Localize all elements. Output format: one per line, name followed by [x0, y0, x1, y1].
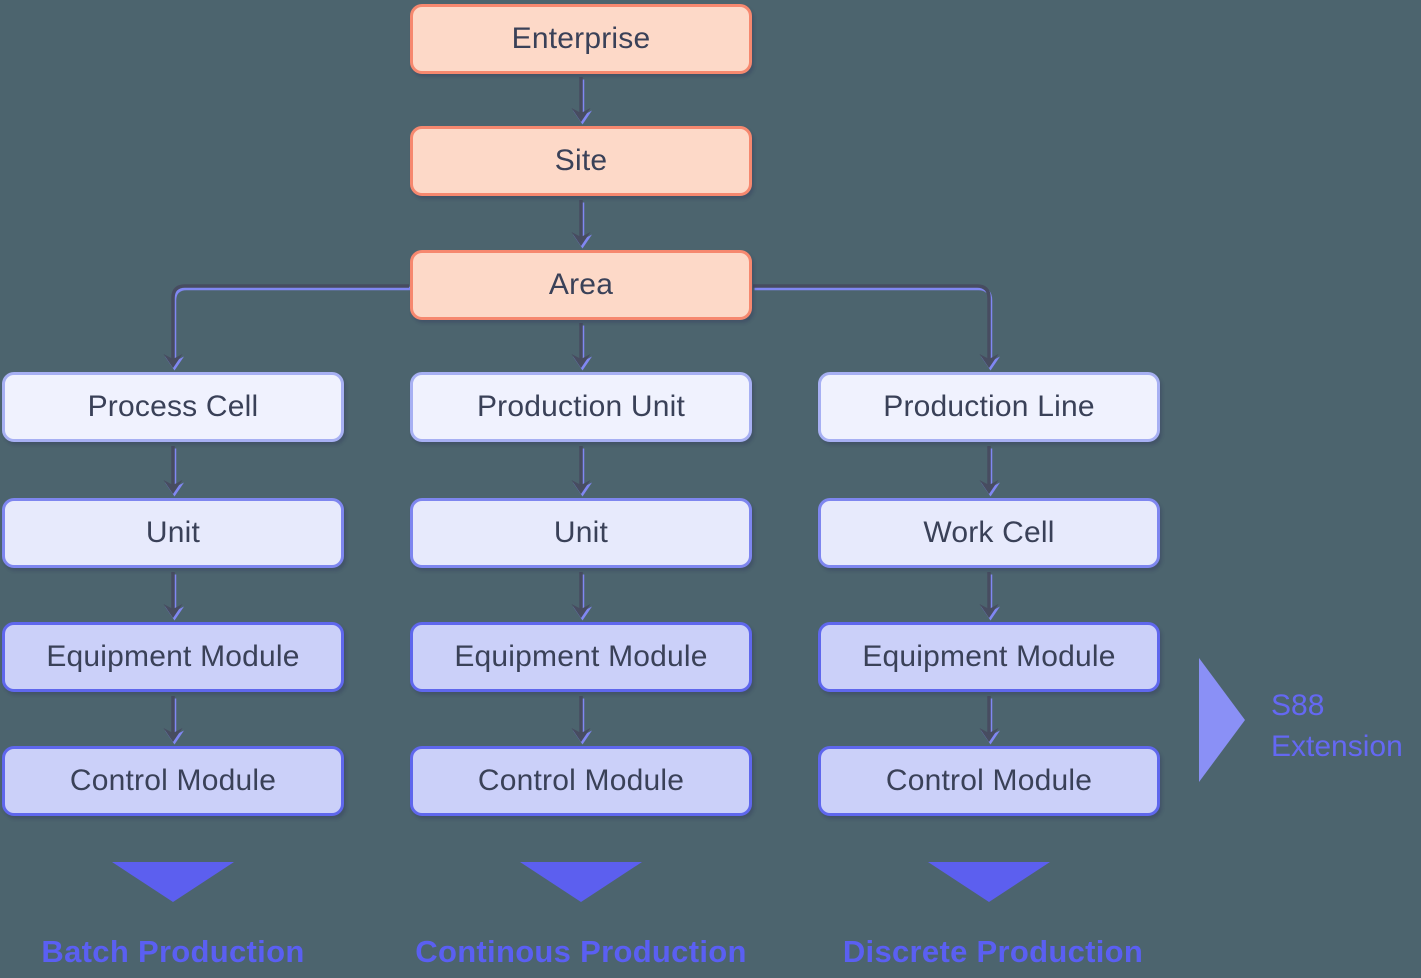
node-area: Area — [410, 250, 752, 320]
node-label: Unit — [553, 516, 609, 549]
node-label: Control Module — [885, 764, 1093, 797]
node-unit-batch: Unit — [2, 498, 344, 568]
node-control-module-continuous: Control Module — [410, 746, 752, 816]
node-label: Equipment Module — [454, 640, 708, 673]
down-triangle-icon-discrete — [928, 862, 1050, 902]
node-label: Control Module — [477, 764, 685, 797]
caption-continuous-production: Continous Production — [415, 934, 747, 969]
caption-batch-production: Batch Production — [41, 934, 305, 969]
node-label: Equipment Module — [862, 640, 1116, 673]
node-process-cell: Process Cell — [2, 372, 344, 442]
node-control-module-batch: Control Module — [2, 746, 344, 816]
node-equipment-module-continuous: Equipment Module — [410, 622, 752, 692]
down-triangle-icon-batch — [112, 862, 234, 902]
node-label: Enterprise — [511, 22, 651, 55]
caption-discrete-production: Discrete Production — [842, 934, 1144, 969]
node-site: Site — [410, 126, 752, 196]
s88-extension-label: S88 Extension — [1271, 685, 1403, 767]
node-work-cell: Work Cell — [818, 498, 1160, 568]
node-label: Equipment Module — [46, 640, 300, 673]
node-control-module-discrete: Control Module — [818, 746, 1160, 816]
node-label: Production Line — [883, 390, 1095, 423]
connector-area-process-cell — [171, 284, 409, 359]
s88-line1: S88 — [1271, 689, 1325, 722]
s88-line2: Extension — [1271, 730, 1403, 763]
node-equipment-module-batch: Equipment Module — [2, 622, 344, 692]
node-unit-continuous: Unit — [410, 498, 752, 568]
node-label: Process Cell — [87, 390, 259, 423]
node-equipment-module-discrete: Equipment Module — [818, 622, 1160, 692]
node-label: Site — [554, 144, 608, 177]
node-label: Work Cell — [923, 516, 1055, 549]
down-triangle-icon-continuous — [520, 862, 642, 902]
node-production-line: Production Line — [818, 372, 1160, 442]
node-label: Area — [548, 268, 614, 301]
connector-area-production-line — [753, 284, 991, 359]
node-enterprise: Enterprise — [410, 4, 752, 74]
s88-extension-arrow-icon — [1199, 658, 1245, 782]
node-label: Unit — [145, 516, 201, 549]
node-label: Production Unit — [476, 390, 686, 423]
node-production-unit: Production Unit — [410, 372, 752, 442]
node-label: Control Module — [69, 764, 277, 797]
